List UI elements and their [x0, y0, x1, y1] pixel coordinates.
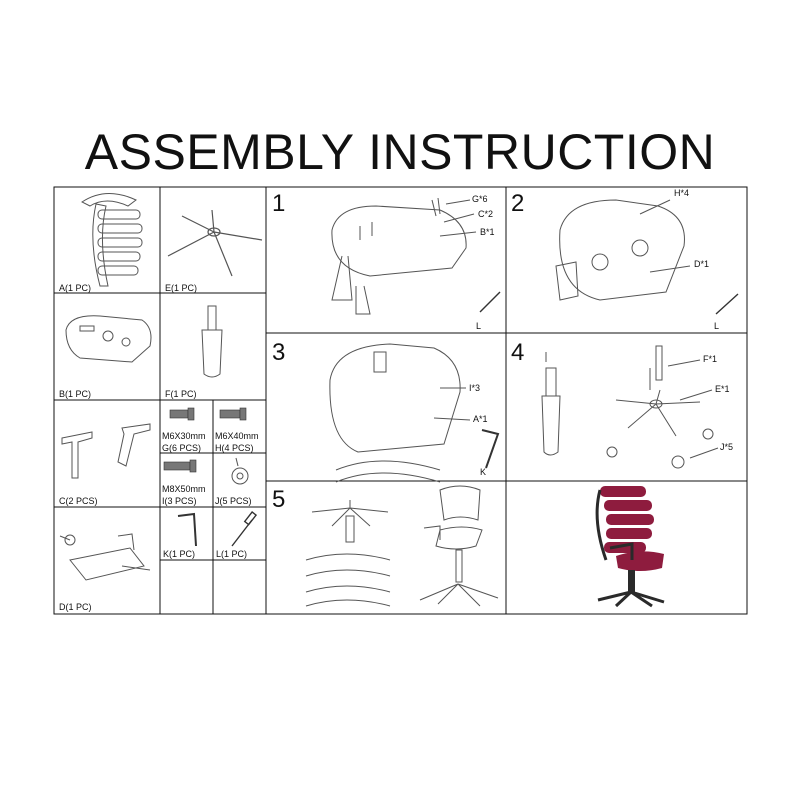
seat-plate-icon — [65, 315, 152, 363]
gas-lift-icon — [201, 305, 223, 378]
step2-tool-label: L — [714, 321, 720, 331]
part-label-b: B(1 PC) — [59, 389, 92, 399]
step-3-number: 3 — [272, 339, 286, 366]
screwdriver-icon — [715, 293, 739, 315]
office-chair-icon — [595, 486, 665, 608]
part-label-i: I(3 PCS) — [162, 496, 197, 506]
chair-base-icon — [167, 209, 263, 277]
part-label-k: K(1 PC) — [163, 549, 196, 559]
part-size-h: M6X40mm — [215, 431, 259, 441]
part-label-j: J(5 PCS) — [215, 496, 252, 506]
step-2-number: 2 — [511, 190, 525, 217]
step5-sketch — [305, 485, 499, 607]
part-label-c: C(2 PCS) — [59, 496, 98, 506]
part-size-i: M8X50mm — [162, 484, 206, 494]
step-5-number: 5 — [272, 486, 286, 513]
screw-icon — [163, 407, 247, 473]
mechanism-icon — [59, 533, 151, 581]
callout-a1: A*1 — [473, 414, 488, 424]
armrest-icon — [61, 423, 151, 479]
screwdriver-icon — [479, 291, 501, 313]
callout-g6: G*6 — [472, 194, 488, 204]
chair-back-icon — [81, 193, 143, 287]
callout-h4: H*4 — [674, 188, 690, 198]
step3-sketch — [329, 343, 471, 483]
allen-key-icon — [481, 429, 500, 469]
step3-tool-label: K — [480, 467, 487, 477]
step-1-number: 1 — [272, 190, 286, 217]
part-label-g: G(6 PCS) — [162, 443, 202, 453]
step1-tool-label: L — [476, 321, 482, 331]
callout-c2: C*2 — [478, 209, 494, 219]
callout-e1: E*1 — [715, 384, 730, 394]
step2-sketch — [555, 199, 691, 301]
allen-key-icon — [177, 512, 197, 547]
callout-b1: B*1 — [480, 227, 495, 237]
part-label-d: D(1 PC) — [59, 602, 92, 612]
part-label-h: H(4 PCS) — [215, 443, 254, 453]
step4-sketch — [541, 345, 719, 469]
callout-j5: J*5 — [720, 442, 734, 452]
step-4-number: 4 — [511, 339, 525, 366]
step1-sketch — [331, 197, 477, 315]
part-size-g: M6X30mm — [162, 431, 206, 441]
part-label-f: F(1 PC) — [165, 389, 197, 399]
callout-d1: D*1 — [694, 259, 710, 269]
part-label-l: L(1 PC) — [216, 549, 248, 559]
screwdriver-icon — [231, 511, 258, 547]
caster-icon — [231, 457, 249, 485]
callout-f1: F*1 — [703, 354, 718, 364]
page-title: ASSEMBLY INSTRUCTION — [84, 124, 716, 180]
callout-i3: I*3 — [469, 383, 481, 393]
part-label-a: A(1 PC) — [59, 283, 92, 293]
part-label-e: E(1 PC) — [165, 283, 198, 293]
